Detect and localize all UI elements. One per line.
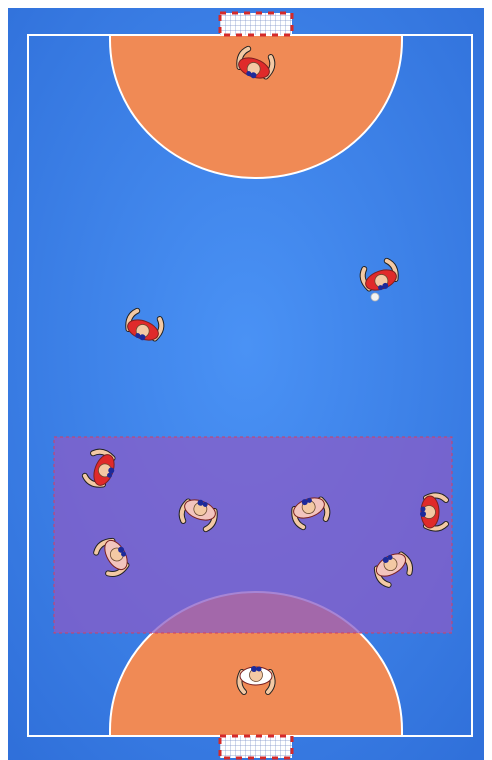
ball xyxy=(371,293,379,301)
goal-top xyxy=(220,13,292,35)
goal-bottom xyxy=(220,736,292,758)
